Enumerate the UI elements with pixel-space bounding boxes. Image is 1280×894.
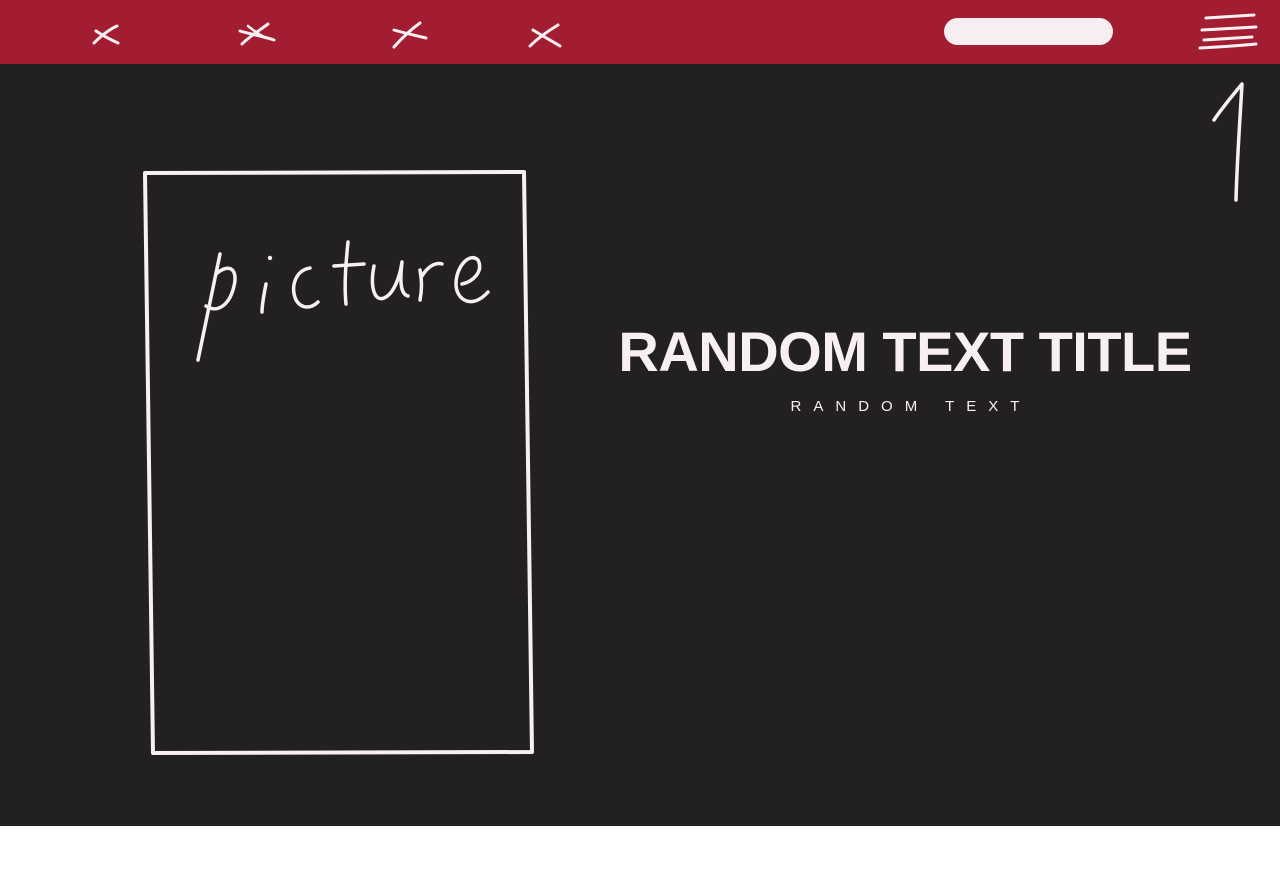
nav-item-3[interactable] [388, 16, 428, 52]
x-mark-icon [526, 16, 566, 52]
hero-section: picture RANDOM TEXT TITLE RANDOM TEXT [0, 64, 1280, 826]
nav-item-4[interactable] [526, 16, 566, 52]
menu-button[interactable] [1196, 10, 1260, 54]
page-number [1206, 80, 1256, 204]
search-bar-placeholder[interactable] [944, 18, 1113, 45]
title-block: RANDOM TEXT TITLE RANDOM TEXT [590, 320, 1220, 415]
picture-placeholder: picture [138, 166, 540, 762]
nav-item-1[interactable] [86, 16, 126, 52]
page-title: RANDOM TEXT TITLE [618, 320, 1192, 383]
x-mark-icon [388, 16, 428, 52]
x-mark-icon [86, 16, 126, 52]
page-subtitle: RANDOM TEXT [790, 398, 1032, 415]
x-mark-icon [236, 16, 276, 52]
nav-item-2[interactable] [236, 16, 276, 52]
top-navigation-bar [0, 0, 1280, 64]
hamburger-menu-icon [1196, 10, 1260, 54]
